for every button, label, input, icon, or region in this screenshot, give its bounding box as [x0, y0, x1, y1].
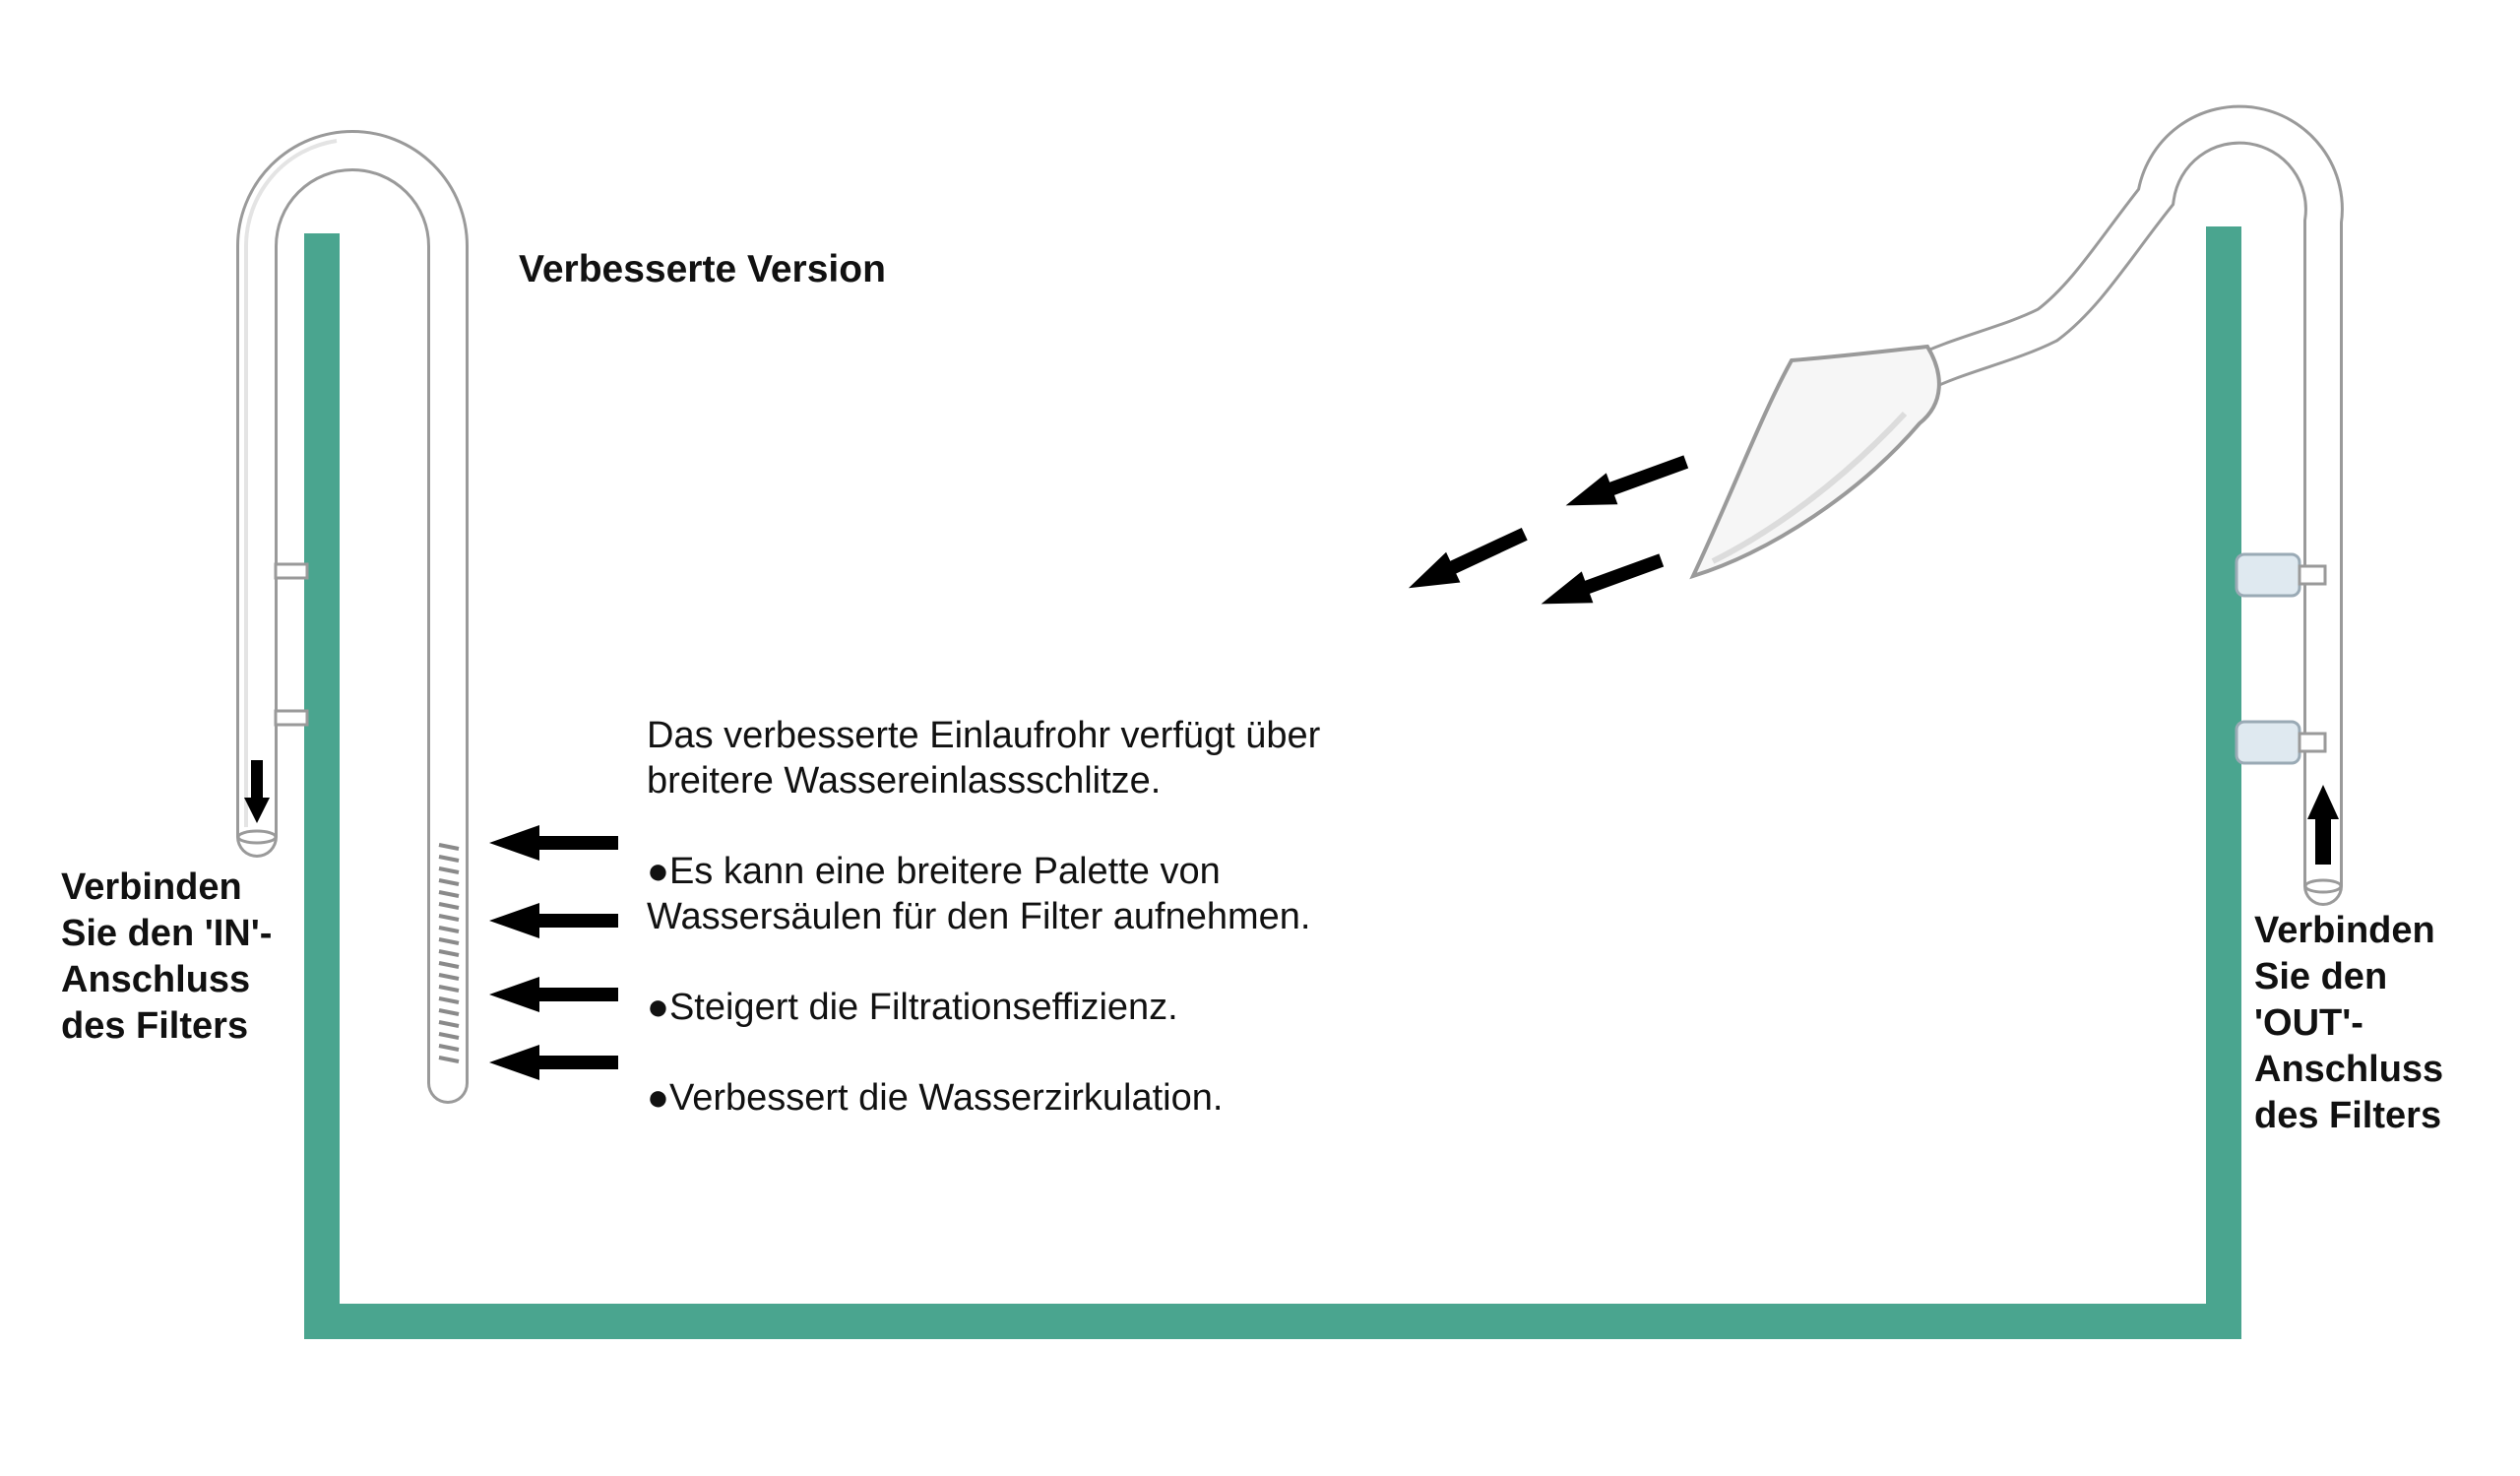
- description-line: breitere Wassereinlassschlitze.: [647, 760, 1162, 802]
- intake-slot: [438, 843, 460, 851]
- intake-slot: [438, 855, 460, 863]
- inflow-arrow-icon: [489, 1045, 618, 1080]
- bullet-line: ●Verbessert die Wasserzirkulation.: [647, 1077, 1224, 1119]
- feature-bullet: ●Steigert die Filtrationseffizienz.: [647, 985, 1320, 1030]
- diagram-title: Verbesserte Version: [519, 248, 886, 290]
- inflow-arrow-icon: [489, 825, 618, 861]
- inflow-arrow-icon: [489, 903, 618, 938]
- in-label-line: Verbinden: [61, 866, 242, 908]
- out-label-line: 'OUT'-: [2254, 1002, 2363, 1044]
- intake-slot: [438, 1020, 460, 1028]
- aquarium-tank: [304, 226, 2241, 1339]
- intake-slot: [438, 985, 460, 993]
- intake-slot: [438, 937, 460, 945]
- intake-slot: [438, 890, 460, 898]
- intake-slot: [438, 878, 460, 886]
- bullet-line: ●Steigert die Filtrationseffizienz.: [647, 987, 1178, 1028]
- outflow-arrow-icon: [1541, 553, 1665, 605]
- intake-slot: [438, 1044, 460, 1052]
- in-connection-label: Verbinden Sie den 'IN'- Anschluss des Fi…: [61, 865, 272, 1050]
- feature-bullet: ●Es kann eine breitere Palette von Wasse…: [647, 849, 1320, 939]
- intake-slots: [438, 843, 460, 1063]
- intake-slot: [438, 926, 460, 933]
- bullet-line: Wassersäulen für den Filter aufnehmen.: [647, 896, 1311, 937]
- bullet-line: ●Es kann eine breitere Palette von: [647, 851, 1221, 892]
- out-connection-label: Verbinden Sie den 'OUT'- Anschluss des F…: [2254, 908, 2443, 1139]
- suction-cup: [2235, 552, 2327, 598]
- out-label-line: Verbinden: [2254, 910, 2435, 951]
- feature-description: Das verbesserte Einlaufrohr verfügt über…: [647, 713, 1320, 1121]
- in-label-line: Sie den 'IN'-: [61, 913, 273, 954]
- intake-slot: [438, 961, 460, 969]
- intake-slot: [438, 902, 460, 910]
- outflow-arrow-icon: [1408, 527, 1528, 589]
- intake-slot: [438, 1008, 460, 1016]
- out-label-line: Sie den: [2254, 956, 2388, 997]
- out-label-line: Anschluss: [2254, 1049, 2444, 1090]
- out-label-line: des Filters: [2254, 1095, 2442, 1136]
- inlet-pipe: [236, 130, 469, 1104]
- up-arrow-icon: [2307, 785, 2339, 865]
- intake-slot: [438, 1056, 460, 1063]
- intake-slot: [438, 949, 460, 957]
- inflow-arrow-icon: [489, 977, 618, 1012]
- intake-slot: [438, 1032, 460, 1040]
- intake-slot: [438, 914, 460, 922]
- in-label-line: des Filters: [61, 1005, 249, 1047]
- description-line: Das verbesserte Einlaufrohr verfügt über: [647, 715, 1321, 756]
- intake-slot: [438, 973, 460, 981]
- description-intro: Das verbesserte Einlaufrohr verfügt über…: [647, 713, 1320, 803]
- down-arrow-icon: [244, 760, 270, 823]
- intake-slot: [438, 866, 460, 874]
- feature-bullet: ●Verbessert die Wasserzirkulation.: [647, 1075, 1320, 1121]
- outlet-pipe: [1689, 104, 2344, 906]
- in-label-line: Anschluss: [61, 959, 251, 1000]
- outflow-arrow-icon: [1565, 455, 1689, 506]
- intake-slot: [438, 996, 460, 1004]
- suction-cup: [2235, 720, 2327, 765]
